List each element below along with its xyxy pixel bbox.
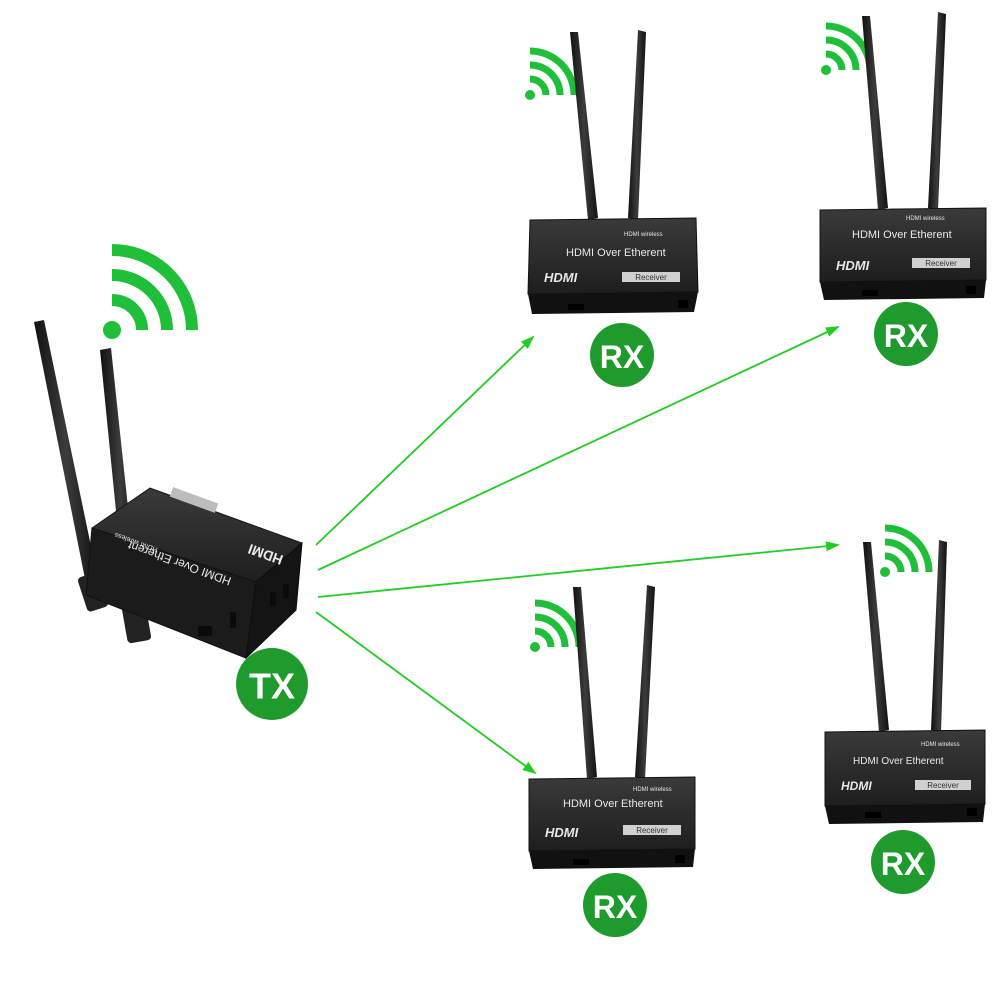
rx-title: HDMI Over Etherent xyxy=(852,229,952,241)
tx-label: TX xyxy=(249,666,295,707)
receiver-device: HDMI Over Etherent HDMI wireless HDMI Re… xyxy=(824,524,986,894)
signal-arrows xyxy=(315,326,840,775)
rx-tag: Receiver xyxy=(635,273,667,282)
rx-tag: Receiver xyxy=(636,826,668,835)
rx-label-badge: RX xyxy=(874,302,938,366)
wifi-signal-icon xyxy=(525,47,578,100)
rx-tag: Receiver xyxy=(925,259,957,268)
rx-label-badge: RX xyxy=(590,323,654,387)
rx-label-badge: RX xyxy=(871,830,935,894)
antenna-icon xyxy=(928,12,946,210)
receiver-device: HDMI Over Etherent HDMI wireless HDMI Re… xyxy=(528,585,696,937)
rx-tag: Receiver xyxy=(927,781,959,790)
rx-hdmi-logo: HDMI xyxy=(545,825,579,840)
rx-title: HDMI Over Etherent xyxy=(566,247,666,259)
wifi-signal-icon xyxy=(880,524,933,577)
antenna-icon xyxy=(931,540,947,732)
antenna-icon xyxy=(635,585,655,779)
rx-hdmi-logo: HDMI xyxy=(841,779,872,793)
arrow-to-rx-top-right xyxy=(317,326,840,571)
rx-label: RX xyxy=(881,846,926,882)
antenna-icon xyxy=(573,587,597,779)
rx-subtitle: HDMI wireless xyxy=(921,742,960,748)
transmitter-device: HDMI Over Etherent HDMI wireless HDMI TX xyxy=(34,244,308,720)
rx-label: RX xyxy=(884,318,929,354)
wifi-signal-icon xyxy=(821,22,874,75)
receiver-device: HDMI Over Etherent HDMI wireless HDMI Re… xyxy=(525,30,699,387)
rx-subtitle: HDMI wireless xyxy=(624,232,663,238)
antenna-icon xyxy=(862,16,888,210)
wifi-signal-icon xyxy=(530,599,583,652)
rx-label-badge: RX xyxy=(583,873,647,937)
rx-title: HDMI Over Etherent xyxy=(563,798,663,810)
arrow-to-rx-bottom-left xyxy=(315,611,537,775)
rx-title: HDMI Over Etherent xyxy=(853,756,944,767)
antenna-icon xyxy=(863,542,889,732)
rx-subtitle: HDMI wireless xyxy=(906,216,945,222)
rx-label: RX xyxy=(600,339,645,375)
antenna-icon xyxy=(570,32,598,220)
wifi-signal-icon xyxy=(103,244,198,339)
rx-subtitle: HDMI wireless xyxy=(633,787,672,793)
rx-label: RX xyxy=(593,889,638,925)
tx-label-strip xyxy=(169,487,219,513)
tx-label-badge: TX xyxy=(236,648,308,720)
receiver-device: HDMI Over Etherent HDMI wireless HDMI Re… xyxy=(819,12,987,366)
rx-hdmi-logo: HDMI xyxy=(836,258,870,273)
rx-hdmi-logo: HDMI xyxy=(544,270,578,285)
arrow-to-rx-bottom-right xyxy=(317,541,840,598)
antenna-icon xyxy=(628,30,646,220)
arrow-to-rx-top-left xyxy=(315,335,535,546)
